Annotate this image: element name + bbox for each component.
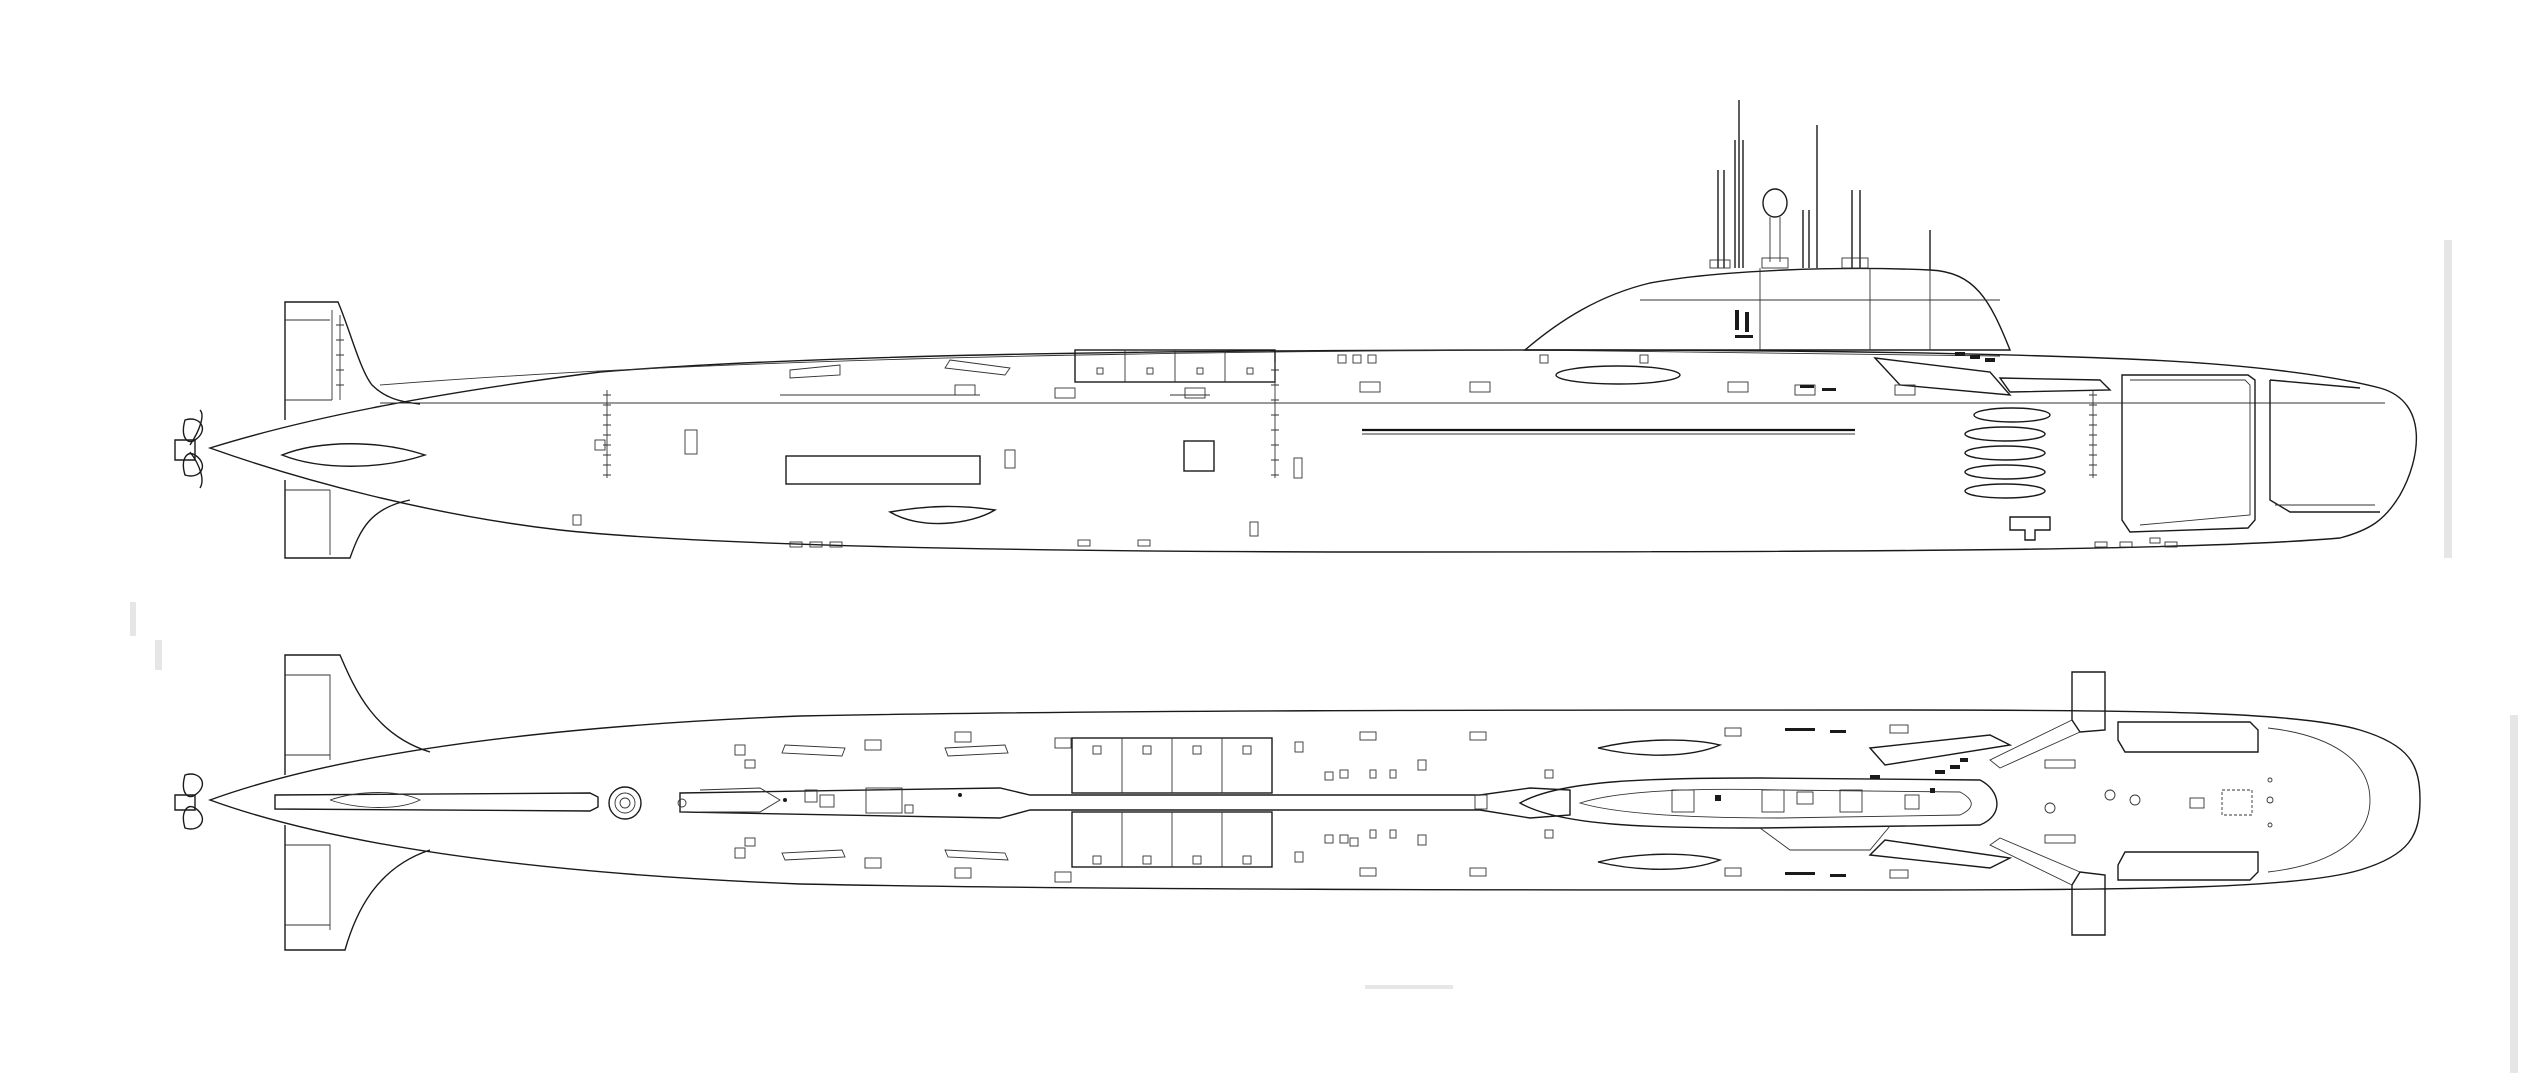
top-plan-view — [174, 654, 2421, 951]
top-aft-deck-details — [677, 787, 962, 814]
side-propeller — [174, 409, 204, 489]
side-bow-ellipses — [1964, 407, 2051, 499]
side-belly-fairing — [888, 505, 998, 525]
top-lower-tailplane — [284, 825, 431, 951]
top-hatch-block-upper — [1071, 737, 1273, 794]
side-tick-marks — [336, 315, 2097, 478]
top-hull-outline — [207, 709, 2421, 891]
side-bow-panel-2 — [2269, 379, 2380, 513]
side-casing-line — [379, 349, 2001, 386]
lower-rudder — [284, 480, 411, 559]
top-hatch-ring — [608, 786, 642, 820]
top-bow-plane-upper — [2071, 671, 2106, 733]
side-bow-plane — [1873, 357, 2012, 396]
scan-artifacts — [130, 240, 2518, 1073]
top-bow-plane-lower — [2071, 871, 2106, 936]
side-small-fittings — [572, 310, 2178, 548]
side-bow-panel-1 — [2121, 374, 2256, 533]
top-bow-plate-upper — [1868, 734, 2013, 766]
top-fairing-upper — [1597, 739, 1723, 756]
top-bow-panel-upper — [2117, 721, 2259, 753]
side-stabilizer — [280, 443, 428, 467]
side-square-panel — [1183, 440, 1215, 472]
top-aft-beam — [274, 792, 599, 812]
upper-rudder — [284, 301, 421, 420]
top-dark-marks — [1715, 728, 1968, 877]
radome — [1762, 188, 1788, 218]
top-small-fittings — [734, 724, 2274, 883]
sail-outline — [1523, 267, 2012, 351]
sail-masts — [1717, 100, 1931, 270]
sail-panel-lines — [1759, 268, 1931, 350]
top-propeller — [174, 773, 204, 830]
top-sail-plan — [1518, 777, 1998, 829]
top-upper-tailplane — [284, 654, 431, 775]
top-fairing-lower — [1597, 853, 1723, 870]
top-bow-plate-lower — [1868, 839, 2013, 869]
side-elevation-view — [174, 100, 2418, 559]
top-bow-panel-lower — [2117, 851, 2259, 881]
side-panel-rect — [785, 455, 981, 485]
top-deck-spine — [679, 787, 1571, 819]
top-hatch-block-lower — [1071, 811, 1273, 868]
side-hull-outline — [207, 349, 2418, 553]
side-hull-ellipse — [1555, 365, 1681, 385]
